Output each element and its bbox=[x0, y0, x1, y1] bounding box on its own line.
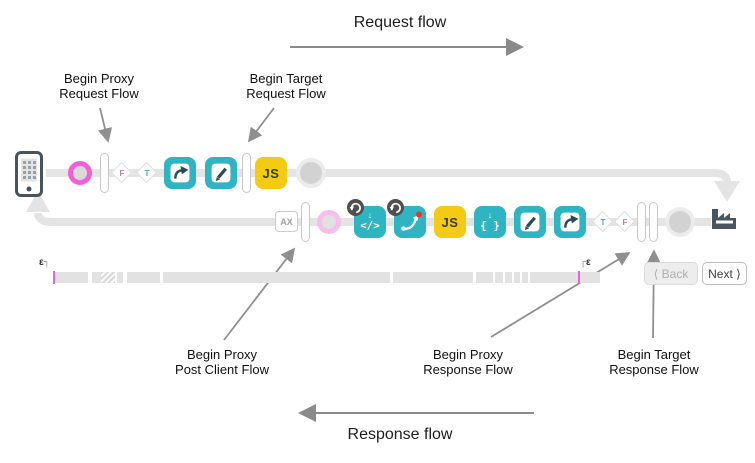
timeline-segment[interactable] bbox=[92, 272, 101, 283]
execution-loop-badge-icon bbox=[347, 199, 364, 216]
timeline-segment[interactable] bbox=[476, 272, 493, 283]
timeline-left-epsilon-marker: ε┐ bbox=[39, 258, 50, 268]
arrow-proxy-response bbox=[490, 252, 631, 338]
analytics-step-box[interactable]: AX bbox=[275, 211, 298, 232]
label-begin-proxy-request-flow: Begin Proxy Request Flow bbox=[39, 71, 159, 101]
up-arrowhead-to-client bbox=[26, 191, 50, 212]
request-end-circle[interactable] bbox=[300, 162, 322, 184]
timeline-segment[interactable] bbox=[127, 272, 160, 283]
response-flow-label: Response flow bbox=[347, 426, 453, 443]
timeline-end-tick bbox=[578, 271, 580, 284]
condition-false-diamond[interactable]: F bbox=[613, 210, 637, 234]
extract-variables-policy-icon[interactable]: ↓ </> bbox=[347, 199, 386, 238]
response-end-circle[interactable] bbox=[669, 211, 691, 233]
callout-policy-icon[interactable] bbox=[164, 157, 196, 189]
timeline-segment[interactable] bbox=[55, 272, 88, 283]
bracket-glyph: ┌ bbox=[580, 257, 587, 268]
label-line: Response Flow bbox=[423, 362, 513, 377]
label-line: Begin Proxy bbox=[63, 71, 135, 86]
arrow-target-request bbox=[247, 107, 275, 143]
assign-message-policy-icon[interactable] bbox=[514, 206, 546, 238]
epsilon-glyph: ε bbox=[39, 257, 44, 268]
js-label: JS bbox=[262, 165, 280, 181]
arrow-proxy-request bbox=[98, 107, 113, 143]
response-pipeline-line bbox=[34, 212, 711, 226]
condition-letter: F bbox=[622, 217, 628, 227]
begin-proxy-post-client-flow-step[interactable] bbox=[301, 202, 310, 242]
route-policy-icon[interactable] bbox=[387, 199, 426, 238]
condition-true-diamond[interactable]: T bbox=[591, 210, 615, 234]
label-begin-target-request-flow: Begin Target Request Flow bbox=[226, 71, 346, 101]
label-line: Request Flow bbox=[59, 86, 139, 101]
assign-message-policy-icon[interactable] bbox=[205, 157, 237, 189]
timeline-bar[interactable] bbox=[55, 272, 600, 283]
condition-letter: T bbox=[600, 217, 606, 227]
request-start-circle[interactable] bbox=[68, 161, 92, 185]
begin-proxy-response-flow-step[interactable] bbox=[637, 202, 646, 242]
javascript-policy-icon[interactable]: JS bbox=[255, 157, 287, 189]
route-arrow-icon bbox=[401, 211, 422, 231]
arrow-proxy-post-client bbox=[223, 247, 296, 341]
request-pipeline-line bbox=[46, 169, 731, 183]
condition-letter: F bbox=[119, 168, 125, 178]
label-begin-proxy-response-flow: Begin Proxy Response Flow bbox=[408, 347, 528, 377]
condition-letter: T bbox=[144, 168, 150, 178]
epsilon-glyph: ε bbox=[586, 257, 591, 268]
ax-label: AX bbox=[280, 216, 293, 227]
label-line: Begin Proxy bbox=[186, 347, 258, 362]
label-begin-proxy-post-client-flow: Begin Proxy Post Client Flow bbox=[152, 347, 292, 377]
timeline-segment[interactable] bbox=[393, 272, 473, 283]
braces-glyph: { } bbox=[480, 219, 500, 232]
javascript-policy-icon[interactable]: JS bbox=[434, 206, 466, 238]
label-line: Post Client Flow bbox=[175, 362, 269, 377]
timeline-segment[interactable] bbox=[495, 272, 503, 283]
execution-loop-badge-icon bbox=[387, 199, 404, 216]
timeline-segment[interactable] bbox=[514, 272, 520, 283]
back-button-label: ⟨ Back bbox=[653, 266, 689, 281]
pencil-icon bbox=[520, 212, 540, 232]
label-line: Response Flow bbox=[609, 362, 699, 377]
timeline-segment[interactable] bbox=[505, 272, 512, 283]
begin-target-request-flow-step[interactable] bbox=[242, 153, 251, 193]
timeline-segment[interactable] bbox=[530, 272, 600, 283]
label-line: Request Flow bbox=[246, 86, 326, 101]
label-begin-target-response-flow: Begin Target Response Flow bbox=[594, 347, 714, 377]
request-flow-label: Request flow bbox=[353, 14, 447, 31]
response-start-circle[interactable] bbox=[317, 210, 341, 234]
client-phone-icon[interactable] bbox=[15, 151, 43, 202]
timeline-right-epsilon-marker: ┌ε bbox=[580, 258, 591, 268]
timeline-start-tick bbox=[53, 271, 55, 284]
down-arrow-icon: ↓ bbox=[487, 210, 493, 220]
timeline-segment[interactable] bbox=[117, 272, 123, 283]
down-arrow-icon: ↓ bbox=[367, 210, 373, 220]
target-factory-icon[interactable] bbox=[709, 204, 739, 235]
share-arrow-icon bbox=[170, 163, 190, 183]
next-button[interactable]: Next ⟩ bbox=[702, 262, 747, 285]
back-button[interactable]: ⟨ Back bbox=[644, 262, 698, 285]
js-label: JS bbox=[441, 214, 459, 230]
label-line: Begin Proxy bbox=[432, 347, 504, 362]
bracket-glyph: ┐ bbox=[43, 257, 50, 268]
down-arrowhead-to-target bbox=[714, 181, 740, 202]
begin-proxy-request-flow-step[interactable] bbox=[100, 153, 109, 193]
condition-false-diamond[interactable]: F bbox=[110, 161, 134, 185]
condition-true-diamond[interactable]: T bbox=[135, 161, 159, 185]
next-button-label: Next ⟩ bbox=[708, 266, 741, 281]
share-arrow-icon bbox=[560, 212, 580, 232]
timeline-segment[interactable] bbox=[163, 272, 390, 283]
timeline-segment[interactable] bbox=[522, 272, 528, 283]
label-line: Begin Target bbox=[249, 71, 323, 86]
pencil-icon bbox=[211, 163, 231, 183]
begin-target-response-flow-step[interactable] bbox=[649, 202, 658, 242]
json-policy-icon[interactable]: ↓ { } bbox=[474, 206, 506, 238]
callout-policy-icon[interactable] bbox=[554, 206, 586, 238]
timeline-segment-hatched[interactable] bbox=[101, 272, 115, 283]
label-line: Begin Target bbox=[617, 347, 691, 362]
code-glyph: </> bbox=[360, 219, 380, 232]
